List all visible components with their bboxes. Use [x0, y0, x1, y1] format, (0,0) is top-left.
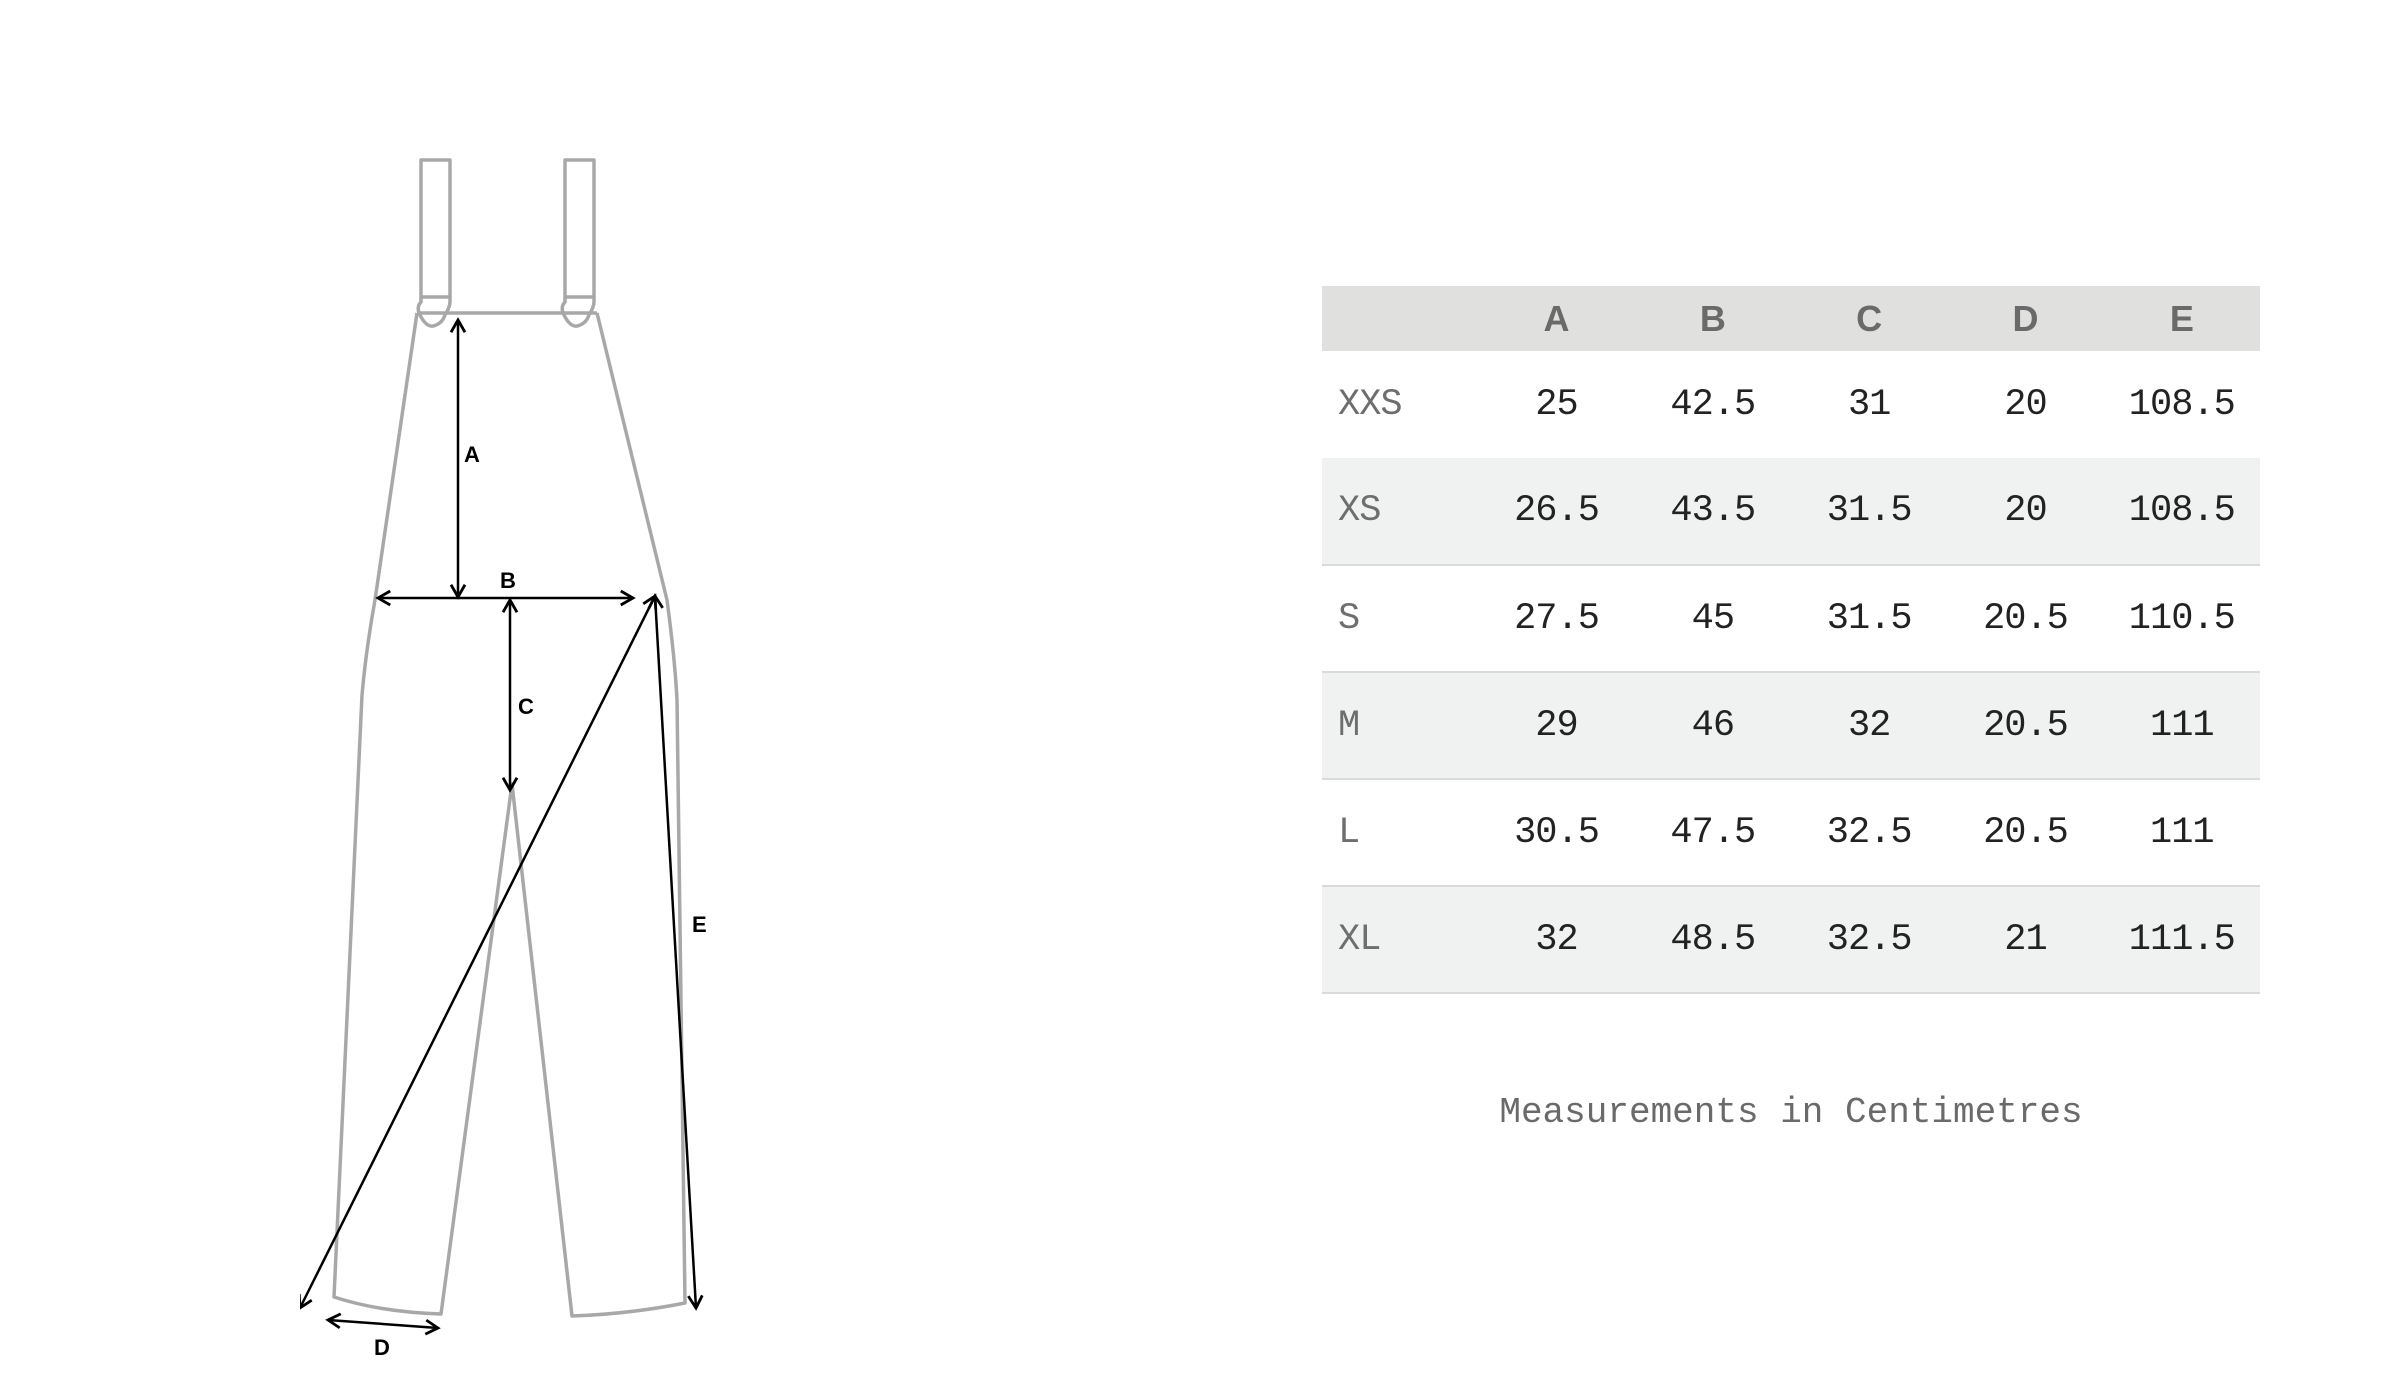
- cell-b: 42.5: [1670, 383, 1756, 426]
- cell-c: 31.5: [1790, 564, 1948, 672]
- size-chart-table: A B C D E XXS 25 42.5 31 20 108.5 XS 26.…: [1322, 286, 2260, 994]
- header-e: E: [2169, 297, 2194, 339]
- cell-e: 108.5: [2128, 383, 2236, 426]
- size-label: L: [1322, 778, 1479, 886]
- table-row: L 30.5 47.5 32.5 20.5 111: [1322, 778, 2260, 886]
- cell-c: 31: [1847, 383, 1891, 426]
- cell-c: 31.5: [1826, 490, 1913, 532]
- header-d: D: [2012, 297, 2039, 339]
- header-b: B: [1699, 297, 1726, 339]
- header-c: C: [1856, 297, 1883, 339]
- cell-d: 20: [2004, 383, 2047, 426]
- table-row: S 27.5 45 31.5 20.5 110.5: [1322, 564, 2260, 672]
- label-b: B: [500, 568, 516, 593]
- table-row: XXS 25 42.5 31 20 108.5: [1322, 351, 2260, 458]
- label-e: E: [692, 912, 707, 937]
- cell-d: 20.5: [1947, 778, 2104, 886]
- cell-a: 25: [1535, 383, 1578, 426]
- cell-b: 47.5: [1634, 778, 1791, 886]
- cell-a: 32: [1478, 885, 1635, 994]
- header-a: A: [1543, 297, 1570, 339]
- table-row: M 29 46 32 20.5 111: [1322, 671, 2260, 779]
- label-a: A: [464, 442, 480, 467]
- cell-a: 30.5: [1478, 778, 1635, 886]
- cell-d: 20.5: [1947, 564, 2104, 672]
- cell-e: 111: [2103, 778, 2260, 886]
- table-row: XL 32 48.5 32.5 21 111.5: [1322, 885, 2260, 994]
- cell-e: 108.5: [2128, 490, 2236, 532]
- cell-b: 43.5: [1670, 490, 1756, 532]
- cell-e: 111.5: [2103, 885, 2260, 994]
- cell-b: 45: [1634, 564, 1791, 672]
- size-label: S: [1322, 564, 1479, 672]
- cell-b: 46: [1634, 671, 1791, 779]
- cell-b: 48.5: [1634, 885, 1791, 994]
- table-header-row: A B C D E: [1322, 286, 2260, 351]
- size-label: XL: [1322, 885, 1479, 994]
- cell-d: 20.5: [1947, 671, 2104, 779]
- size-label: XXS: [1338, 383, 1403, 426]
- cell-e: 110.5: [2103, 564, 2260, 672]
- table-row: XS 26.5 43.5 31.5 20 108.5: [1322, 458, 2260, 565]
- cell-a: 26.5: [1514, 490, 1600, 532]
- cell-a: 29: [1478, 671, 1635, 779]
- cell-d: 21: [1947, 885, 2104, 994]
- size-label: XS: [1338, 490, 1381, 532]
- cell-e: 111: [2103, 671, 2260, 779]
- cell-c: 32: [1790, 671, 1948, 779]
- cell-d: 20: [2004, 490, 2047, 532]
- label-c: C: [518, 694, 534, 719]
- cell-c: 32.5: [1790, 885, 1948, 994]
- label-d: D: [374, 1335, 390, 1360]
- header-size: [1322, 286, 1478, 351]
- size-label: M: [1322, 671, 1479, 779]
- overalls-measurement-diagram: A B C E D: [300, 140, 750, 1360]
- units-caption: Measurements in Centimetres: [1499, 1092, 2083, 1133]
- cell-a: 27.5: [1478, 564, 1635, 672]
- cell-c: 32.5: [1790, 778, 1948, 886]
